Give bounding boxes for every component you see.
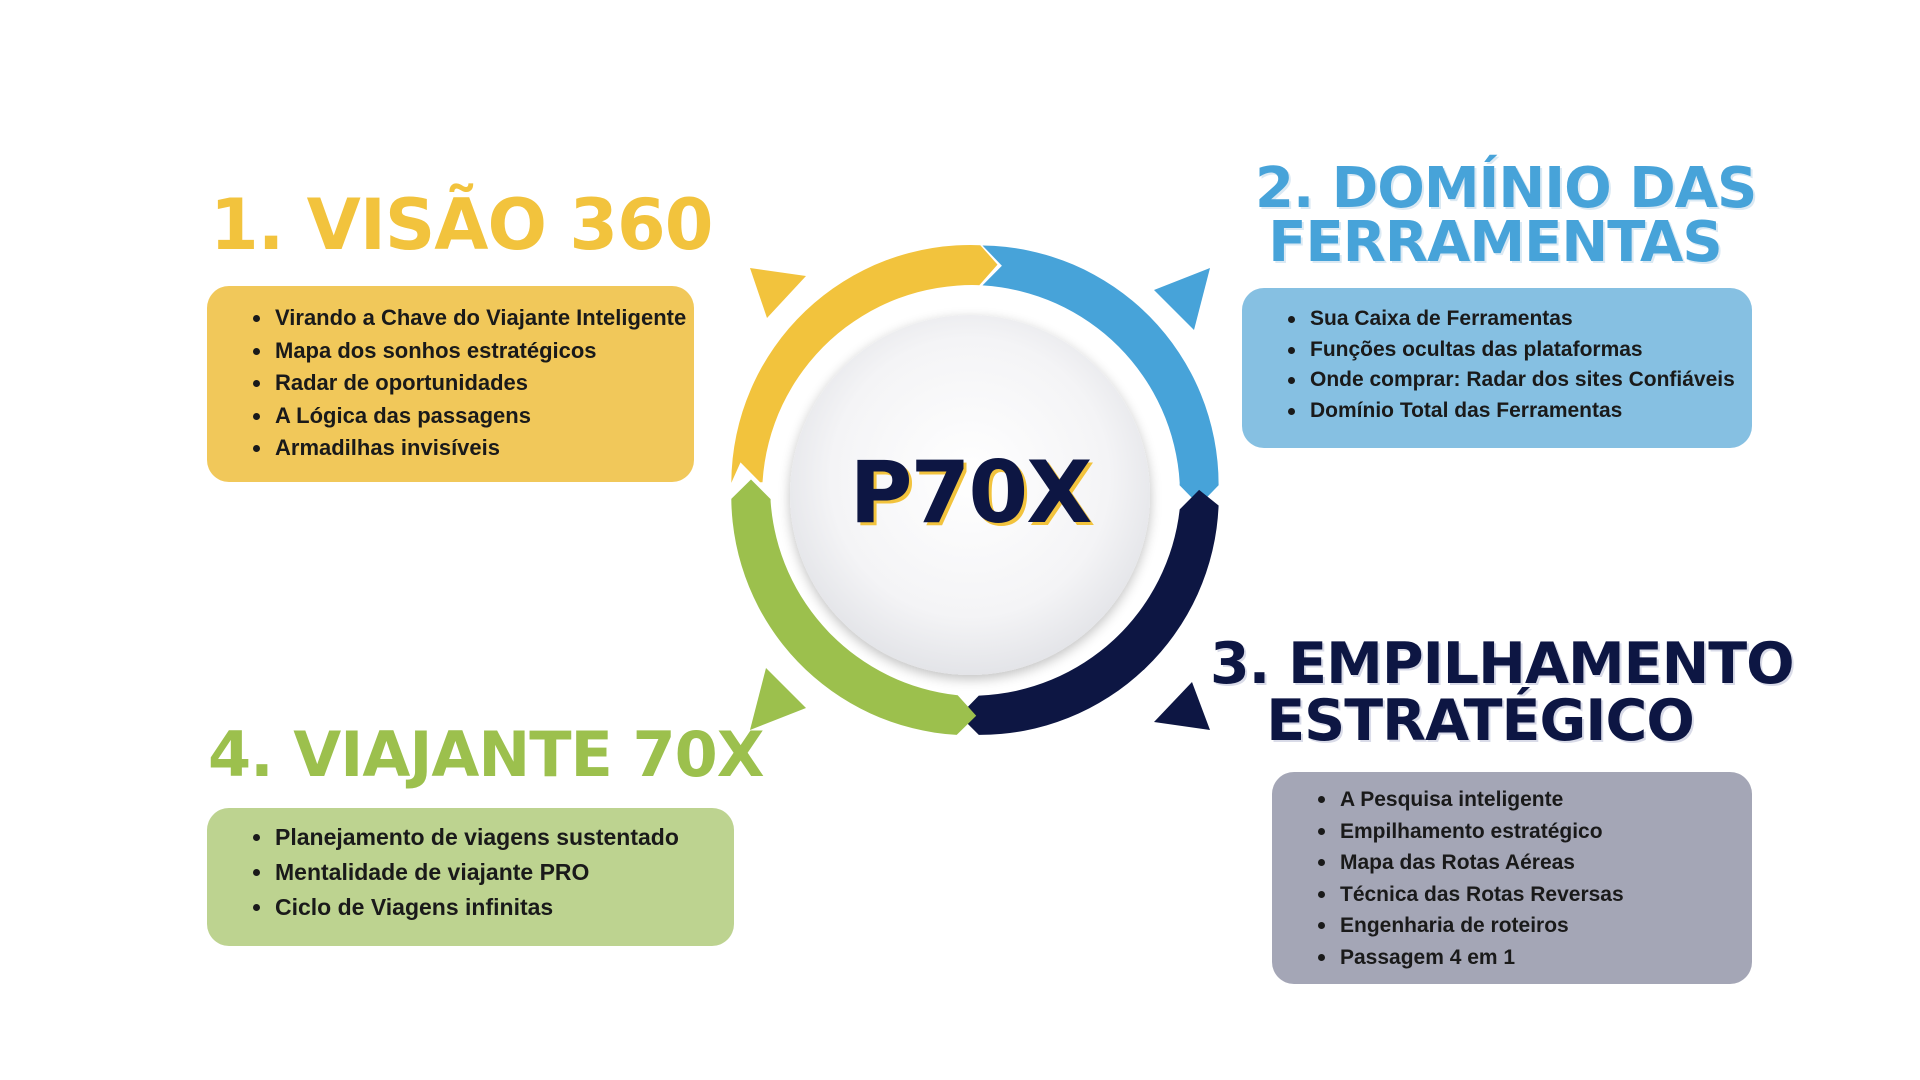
center-disc	[790, 315, 1150, 675]
section-2-box: Sua Caixa de Ferramentas Funções ocultas…	[1242, 288, 1752, 448]
list-item: Mapa dos sonhos estratégicos	[253, 335, 674, 368]
ring-segment-visao-360	[731, 244, 998, 483]
section-2-title-line-2: FERRAMENTAS	[1268, 209, 1722, 275]
ring-segment-empilhamento	[959, 489, 1219, 735]
pointer-triangle-green	[750, 668, 806, 730]
section-2-list: Sua Caixa de Ferramentas Funções ocultas…	[1280, 304, 1735, 427]
pointer-triangle-blue	[1154, 268, 1210, 330]
list-item: Radar de oportunidades	[253, 367, 674, 400]
section-4-list: Planejamento de viagens sustentado Menta…	[245, 820, 714, 925]
list-item: A Pesquisa inteligente	[1318, 784, 1732, 816]
section-3-list: A Pesquisa inteligente Empilhamento estr…	[1310, 784, 1732, 973]
pointer-triangle-yellow	[750, 268, 806, 318]
pointer-triangle-navy	[1154, 682, 1210, 730]
section-4-box: Planejamento de viagens sustentado Menta…	[207, 808, 734, 946]
list-item: Mapa das Rotas Aéreas	[1318, 847, 1732, 879]
list-item: Armadilhas invisíveis	[253, 432, 674, 465]
list-item: Funções ocultas das plataformas	[1288, 335, 1732, 366]
section-3-title: 3. EMPILHAMENTO ESTRATÉGICO	[1210, 631, 1795, 754]
section-4-title-line-1: 4. VIAJANTE 70X	[208, 718, 765, 791]
list-item: Passagem 4 em 1	[1318, 942, 1732, 974]
section-3-box: A Pesquisa inteligente Empilhamento estr…	[1272, 772, 1752, 984]
section-2-title-line-1: 2. DOMÍNIO DAS	[1255, 156, 1757, 221]
section-4-title: 4. VIAJANTE 70X	[208, 718, 765, 791]
list-item: Domínio Total das Ferramentas	[1288, 396, 1732, 427]
section-3-title-line-1: 3. EMPILHAMENTO	[1210, 631, 1795, 697]
cycle-graphic	[731, 244, 1219, 735]
ring-segment-dominio-ferramentas	[982, 245, 1219, 506]
list-item: Planejamento de viagens sustentado	[253, 820, 714, 855]
section-2-title: 2. DOMÍNIO DAS FERRAMENTAS	[1255, 156, 1757, 275]
list-item: A Lógica das passagens	[253, 400, 674, 433]
list-item: Onde comprar: Radar dos sites Confiáveis	[1288, 365, 1735, 396]
list-item: Sua Caixa de Ferramentas	[1288, 304, 1732, 335]
section-1-list: Virando a Chave do Viajante Inteligente …	[245, 302, 686, 465]
center-label: P70X	[849, 443, 1092, 543]
list-item: Técnica das Rotas Reversas	[1318, 879, 1732, 911]
ring-segment-viajante-70x	[731, 479, 977, 735]
list-item: Engenharia de roteiros	[1318, 910, 1732, 942]
section-1-title: 1. VISÃO 360	[210, 184, 713, 266]
section-3-title-line-2: ESTRATÉGICO	[1266, 688, 1695, 754]
list-item: Ciclo de Viagens infinitas	[253, 890, 714, 925]
section-1-title-line-1: 1. VISÃO 360	[210, 184, 713, 266]
section-1-box: Virando a Chave do Viajante Inteligente …	[207, 286, 694, 482]
list-item: Mentalidade de viajante PRO	[253, 855, 714, 890]
list-item: Virando a Chave do Viajante Inteligente	[253, 302, 686, 335]
list-item: Empilhamento estratégico	[1318, 816, 1732, 848]
